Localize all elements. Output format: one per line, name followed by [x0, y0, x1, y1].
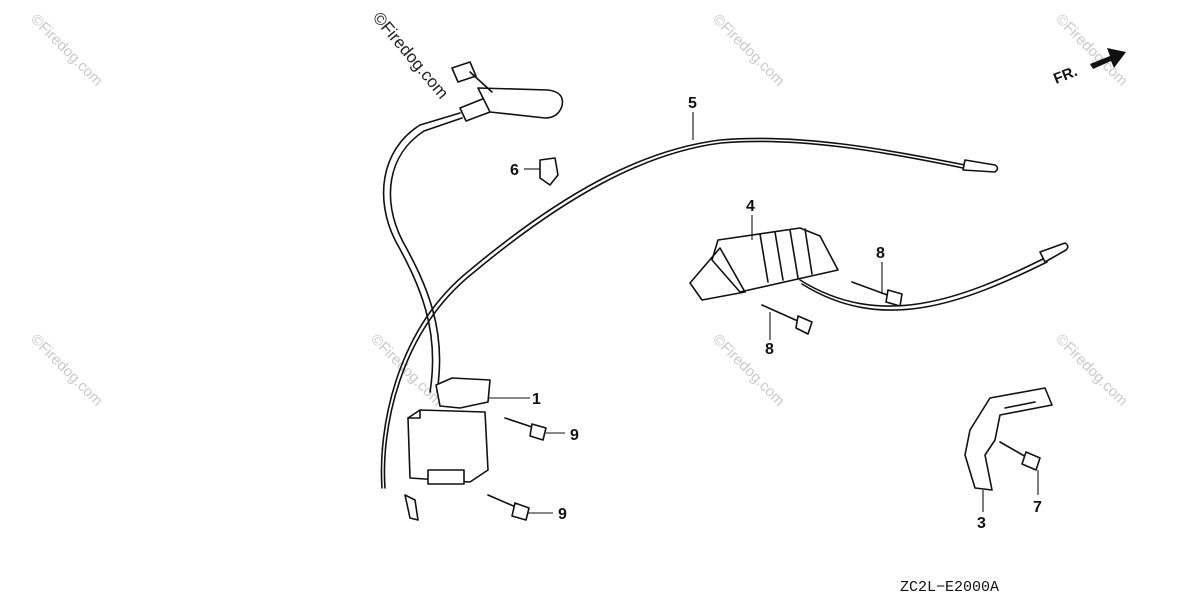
- part-4-charge-coil: [689, 215, 1069, 311]
- callout-8-lower: 8: [765, 341, 774, 358]
- callout-5: 5: [688, 95, 697, 112]
- part-9-bolt-lower: [487, 494, 553, 521]
- watermark-tile: ©Firedog.com: [709, 11, 788, 90]
- watermark-tile: ©Firedog.com: [367, 331, 446, 410]
- part-5-wire-harness: [380, 112, 999, 521]
- callout-3: 3: [977, 515, 986, 532]
- callout-8-upper: 8: [876, 245, 885, 262]
- part-6-clip: [524, 157, 559, 186]
- callout-1: 1: [532, 391, 541, 408]
- part-8-bolt-lower: [761, 304, 813, 340]
- callout-6: 6: [510, 162, 519, 179]
- part-3-bracket: [964, 387, 1053, 512]
- callout-numbers: 1 3 4 5 6 7 8 8 9 9: [510, 95, 1042, 532]
- watermark-tile: ©Firedog.com: [27, 11, 106, 90]
- callout-4: 4: [746, 198, 755, 215]
- watermark-tile: ©Firedog.com: [709, 331, 788, 410]
- direction-label: FR.: [1051, 63, 1080, 88]
- arrow-icon: [1090, 48, 1126, 69]
- part-1-ignition-coil: [382, 61, 564, 485]
- watermark-tile: ©Firedog.com: [1052, 331, 1131, 410]
- part-7-bolt: [999, 441, 1041, 495]
- drawing-code: ZC2L−E2000A: [900, 579, 999, 596]
- watermark-tile: ©Firedog.com: [27, 331, 106, 410]
- watermark-main: ©Firedog.com: [369, 8, 452, 102]
- part-8-bolt-upper: [851, 262, 903, 307]
- callout-9-lower: 9: [558, 506, 567, 523]
- watermark-tiles: ©Firedog.com ©Firedog.com ©Firedog.com ©…: [27, 11, 1131, 410]
- callout-7: 7: [1033, 499, 1042, 516]
- part-9-bolt-upper: [504, 417, 565, 441]
- callout-9-upper: 9: [570, 427, 579, 444]
